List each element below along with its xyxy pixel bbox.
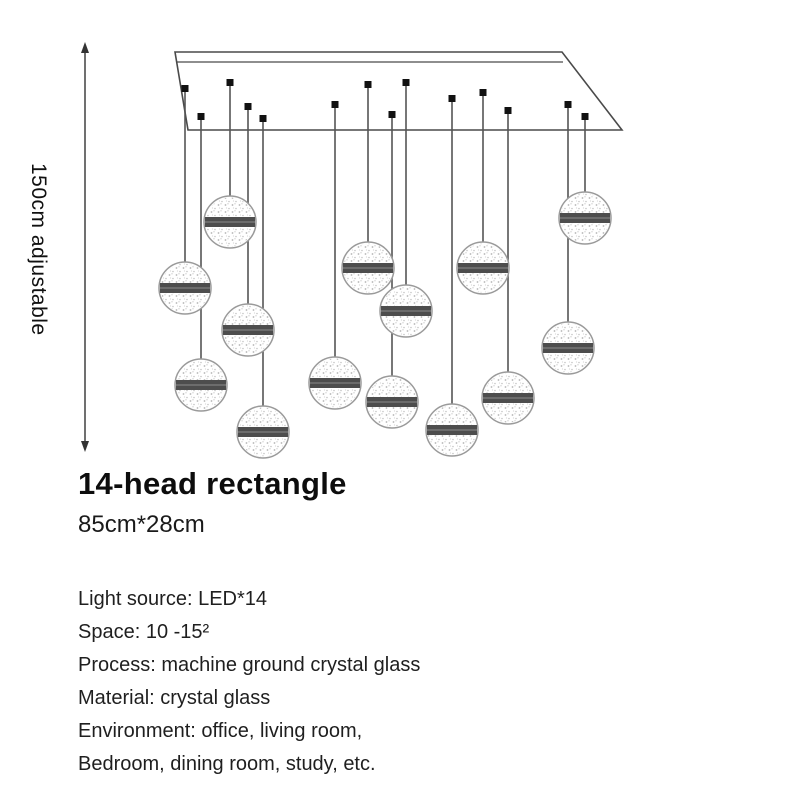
spec-line-material: Material: crystal glass: [78, 687, 271, 709]
ceiling-plate: [174, 51, 624, 131]
crystal-balls: [158, 191, 612, 459]
spec-list: Light source: LED*14 Space: 10 -15² Proc…: [78, 583, 738, 781]
spec-line-process: Process: machine ground crystal glass: [78, 654, 421, 676]
spec-line-space: Space: 10 -15²: [78, 621, 210, 643]
spec-line-environment-2: Bedroom, dining room, study, etc.: [78, 753, 376, 775]
chandelier-svg: [81, 42, 624, 459]
product-title: 14-head rectangle: [78, 466, 347, 501]
product-size: 85cm*28cm: [78, 511, 205, 538]
spec-line-environment: Environment: office, living room,: [78, 720, 363, 742]
height-dimension-label: 150cm adjustable: [27, 163, 50, 336]
spec-line-light-source: Light source: LED*14: [78, 588, 268, 610]
product-info: 14-head rectangle 85cm*28cm Light source…: [78, 466, 738, 781]
dimension-line: [81, 42, 89, 452]
